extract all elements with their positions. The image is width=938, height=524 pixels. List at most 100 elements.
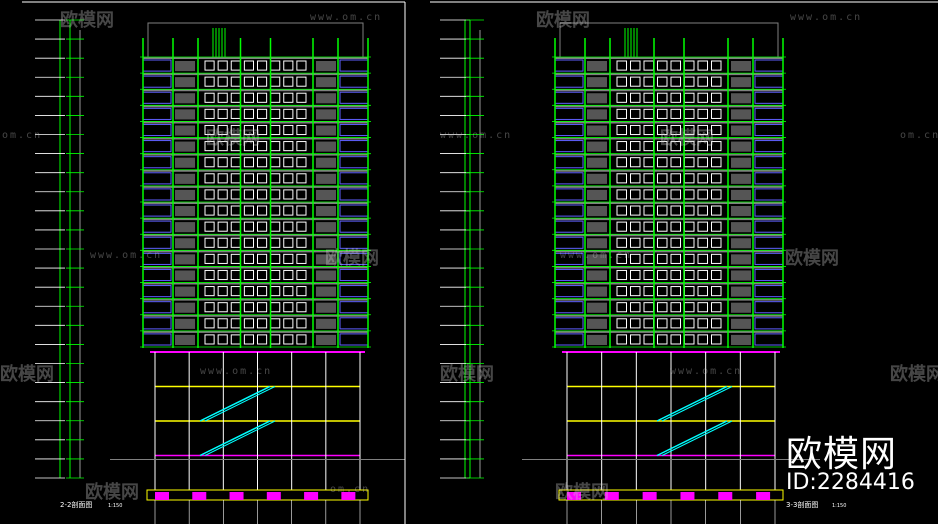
window [643,124,654,136]
window [257,334,268,345]
balcony [339,91,369,104]
window [204,334,215,345]
window [257,221,268,232]
balcony [339,123,369,137]
balcony [339,188,369,201]
window [296,173,307,184]
balcony [554,156,584,169]
window [616,157,627,168]
window [670,76,681,87]
balcony [754,301,784,314]
wall [587,206,607,217]
window [657,286,668,297]
window [204,302,215,313]
window [684,141,695,152]
window [657,253,668,264]
window [670,124,681,136]
window [217,205,228,216]
window [243,157,254,168]
balcony [754,317,784,330]
window [257,302,268,313]
window [684,60,695,71]
foundation [146,489,369,501]
window [630,334,641,345]
window [270,269,281,281]
balcony [339,59,369,72]
window [697,237,708,248]
escalator [199,385,271,422]
window [257,108,268,119]
window [670,108,681,119]
wall [175,77,195,88]
balcony [142,268,172,282]
wall [587,286,607,297]
wall [731,302,751,313]
window [296,237,307,248]
balcony [554,220,584,233]
foundation [558,489,784,501]
window [711,237,722,248]
window [283,221,294,232]
balcony [554,188,584,201]
wall [175,302,195,313]
window [711,141,722,152]
pile-cap [756,492,771,500]
balcony [754,188,784,201]
window [243,334,254,345]
balcony [554,123,584,137]
wall [175,222,195,233]
window [630,173,641,184]
wall [587,173,607,184]
window [257,269,268,281]
window [257,60,268,71]
wall [316,157,336,168]
window [296,318,307,329]
window [697,60,708,71]
window [670,221,681,232]
window [670,60,681,71]
window [296,286,307,297]
balcony [554,140,584,153]
wall [175,141,195,152]
window [296,221,307,232]
window [630,108,641,119]
window [217,60,228,71]
roof-structure [147,22,364,59]
wall [316,222,336,233]
wall [316,334,336,345]
window [711,205,722,216]
escalator [656,385,728,422]
balcony [754,236,784,249]
wall [175,334,195,345]
window [616,108,627,119]
balcony [142,204,172,217]
section-title: 3-3剖面图 [786,501,819,509]
wall [731,286,751,297]
window [657,334,668,345]
window [670,253,681,264]
wall [587,61,607,72]
window [711,253,722,264]
window [257,141,268,152]
window [657,124,668,136]
wall [587,109,607,120]
window [283,189,294,200]
window [204,237,215,248]
window [670,269,681,281]
window [270,60,281,71]
balcony [142,317,172,330]
window [670,302,681,313]
section-2-2-building [110,22,405,524]
window [217,108,228,119]
window [657,189,668,200]
window [616,318,627,329]
window [296,205,307,216]
wall [316,61,336,72]
window [697,173,708,184]
window [711,189,722,200]
window [217,269,228,281]
balcony [554,91,584,104]
wall [731,93,751,104]
window [270,302,281,313]
